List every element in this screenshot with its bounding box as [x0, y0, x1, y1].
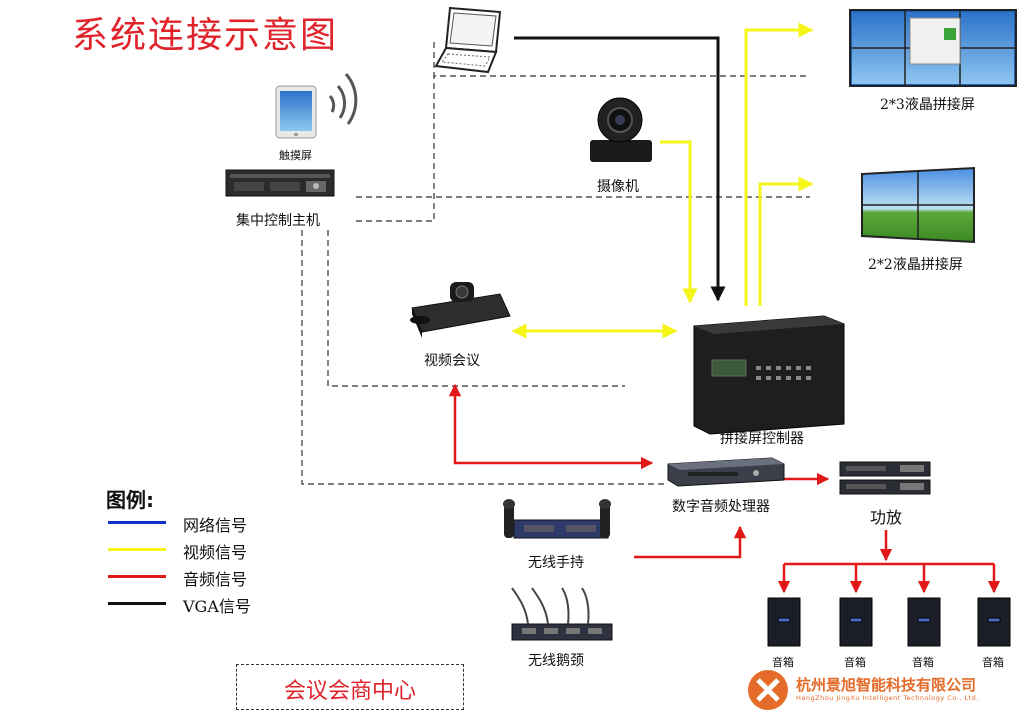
wifi-icon [328, 73, 358, 125]
video-line-matrix-wall23 [744, 22, 814, 306]
wireless-handheld-icon [503, 499, 611, 539]
laptop-icon [434, 6, 502, 74]
speaker-4-icon [977, 597, 1011, 647]
legend-swatch-audio [108, 575, 166, 578]
touch-screen-label: 触摸屏 [279, 149, 312, 162]
wireless-handheld-label: 无线手持 [528, 555, 584, 571]
speaker-1-label: 音箱 [772, 656, 794, 669]
central-controller-label: 集中控制主机 [236, 213, 320, 229]
wireless-gooseneck-label: 无线鹅颈 [528, 653, 584, 669]
legend-item-vga: VGA信号 [108, 593, 288, 616]
speaker-2-label: 音箱 [844, 656, 866, 669]
legend-title: 图例: [106, 488, 154, 512]
touch-screen-icon [275, 85, 317, 139]
center-label-box: 会议会商中心 [236, 664, 464, 710]
legend-item-audio: 音频信号 [108, 566, 288, 589]
control-lines [301, 42, 810, 485]
control-line-audio [301, 230, 668, 485]
video-wall-2x3-icon [849, 9, 1017, 87]
company-english: HangZhou JingXu Intelligent Technology C… [796, 694, 979, 702]
wall-2x3-label: 2*3液晶拼接屏 [880, 97, 975, 113]
vga-line-laptop-matrix [514, 36, 726, 302]
video-wall-2x2-icon [861, 166, 975, 244]
audio-processor-icon [667, 457, 785, 487]
audio-processor-label: 数字音频处理器 [672, 499, 770, 515]
wall-2x2-label: 2*2液晶拼接屏 [868, 257, 963, 273]
legend-label-vga: VGA信号 [183, 597, 251, 616]
legend-swatch-network [108, 521, 166, 524]
video-line-matrix-wall22 [758, 176, 814, 306]
speaker-3-label: 音箱 [912, 656, 934, 669]
wireless-gooseneck-icon [511, 587, 613, 641]
video-line-camera-matrix [660, 140, 698, 304]
camera-icon [590, 97, 652, 162]
speaker-2-icon [839, 597, 873, 647]
speaker-3-icon [907, 597, 941, 647]
video-conference-icon [410, 282, 511, 338]
amplifier-label: 功放 [870, 508, 903, 527]
central-controller-icon [225, 169, 335, 197]
speaker-4-label: 音箱 [982, 656, 1004, 669]
matrix-controller-label: 拼接屏控制器 [720, 431, 804, 447]
company-logo-icon [748, 670, 788, 710]
audio-lines [448, 383, 1001, 594]
speaker-1-icon [767, 597, 801, 647]
video-conference-label: 视频会议 [424, 353, 480, 369]
center-label: 会议会商中心 [283, 679, 416, 704]
camera-label: 摄像机 [597, 179, 639, 195]
legend-label-audio: 音频信号 [183, 570, 248, 589]
diagram-title: 系统连接示意图 [72, 15, 339, 56]
speaker-icons [767, 597, 1011, 647]
video-lines [511, 22, 814, 339]
legend-swatch-vga [108, 602, 166, 605]
legend-item-video: 视频信号 [108, 539, 288, 562]
amplifier-icon [839, 461, 931, 495]
control-line-main-laptop [356, 76, 435, 222]
legend-item-network: 网络信号 [108, 512, 288, 535]
legend-swatch-video [108, 548, 166, 551]
audio-line-processor-conf [448, 383, 654, 470]
audio-line-mic-processor [634, 525, 747, 559]
company-name: 杭州景旭智能科技有限公司 [796, 676, 977, 694]
matrix-controller-icon [693, 315, 845, 435]
legend-label-network: 网络信号 [183, 516, 248, 535]
legend-label-video: 视频信号 [183, 543, 248, 562]
